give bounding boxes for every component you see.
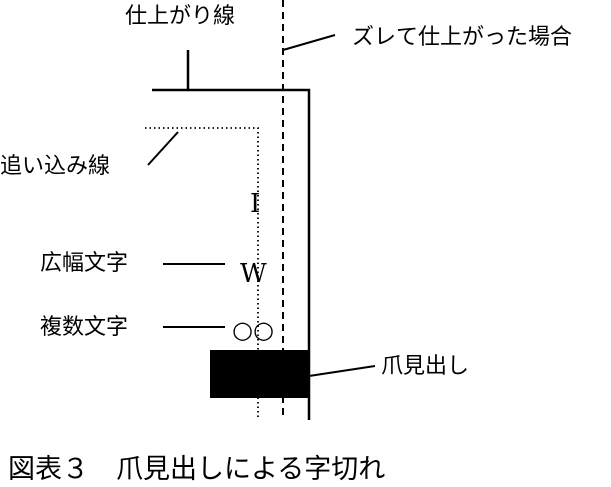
narrow-glyph: I [250, 189, 260, 219]
wide-glyph: W [240, 259, 267, 289]
wide-char-label: 広幅文字 [40, 251, 128, 276]
finish-line [152, 88, 311, 420]
shifted-finish-label: ズレて仕上がった場合 [352, 25, 572, 50]
multi-glyph: ○○ [232, 316, 274, 344]
bleed-line [145, 127, 259, 420]
bleed-line-leader [147, 131, 179, 166]
shifted-finish-leader [282, 34, 336, 51]
tab-index-leader [308, 365, 376, 377]
bleed-line-label: 追い込み線 [0, 154, 110, 179]
tab-index-label: 爪見出し [381, 354, 469, 379]
tab-index-block [210, 350, 309, 398]
multi-char-label: 複数文字 [40, 315, 128, 340]
figure-caption: 図表３ 爪見出しによる字切れ [8, 454, 385, 485]
finish-line-label: 仕上がり線 [125, 4, 235, 29]
